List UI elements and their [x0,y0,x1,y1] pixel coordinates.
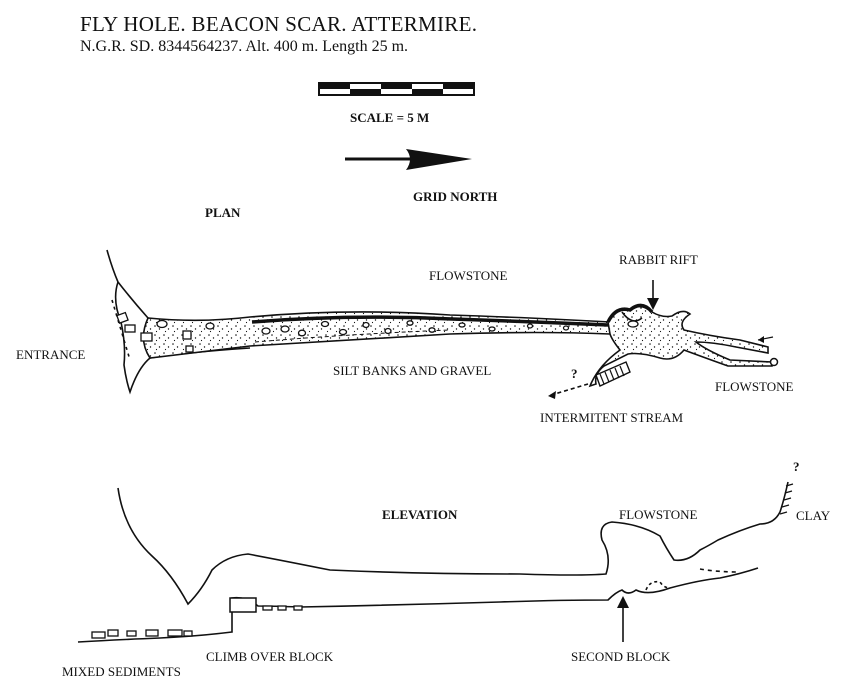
elevation-sediments [91,605,303,639]
plan-label-stream: INTERMITENT STREAM [540,410,684,425]
scale-label: SCALE = 5 M [350,110,430,125]
plan-label-flowstone-right: FLOWSTONE [715,379,794,394]
plan-label-entrance: ENTRANCE [16,347,86,362]
elevation-label-flowstone: FLOWSTONE [619,507,698,522]
elevation-clay-hatching [779,483,794,515]
plan-stream-hatching [595,361,631,387]
elevation-label-mixed-sediments: MIXED SEDIMENTS [62,664,181,679]
plan-label-question: ? [571,366,578,381]
scale-bar [318,82,475,96]
elevation-climb-block [229,597,257,613]
plan-arrows [547,280,774,399]
elevation-arrow [617,596,629,642]
plan-label-silt-banks: SILT BANKS AND GRAVEL [333,363,492,378]
plan-label-rabbit-rift: RABBIT RIFT [619,252,698,267]
plan-rabbit-rift [588,303,779,388]
plan-heading: PLAN [205,205,241,220]
elevation-label-clay: CLAY [796,508,831,523]
plan-main-passage [142,311,611,359]
elevation-label-second-block: SECOND BLOCK [571,649,671,664]
elevation-label-climb-over-block: CLIMB OVER BLOCK [206,649,334,664]
elevation-heading: ELEVATION [382,507,458,522]
grid-north-label: GRID NORTH [413,189,498,204]
survey-subtitle: N.G.R. SD. 8344564237. Alt. 400 m. Lengt… [80,38,409,55]
north-arrow-icon [345,149,472,170]
survey-title: FLY HOLE. BEACON SCAR. ATTERMIRE. [80,12,478,36]
plan-label-flowstone-top: FLOWSTONE [429,268,508,283]
plan-boulders [116,311,570,353]
elevation-outline [77,481,789,643]
elevation-label-question: ? [793,459,800,474]
